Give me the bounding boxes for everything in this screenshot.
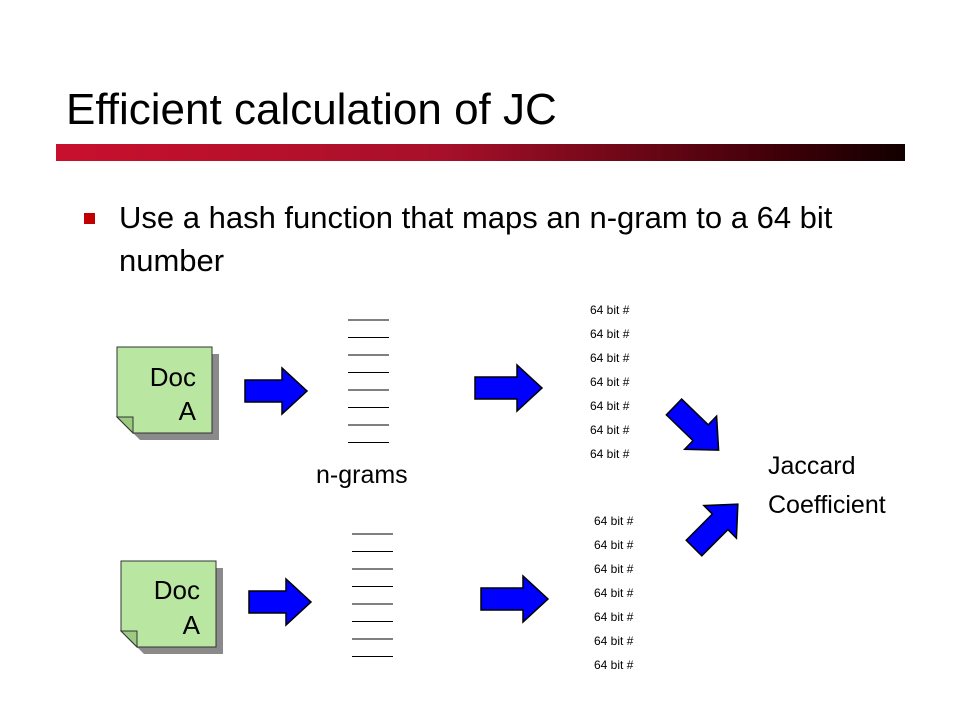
hash-value: 64 bit #: [590, 375, 630, 389]
hash-value: 64 bit #: [594, 610, 634, 624]
doc-bottom-label-line2: A: [183, 610, 201, 640]
doc-bottom-page: [120, 560, 217, 648]
jaccard-label-line2: Coefficient: [768, 491, 886, 519]
arrow-right-icon: [480, 574, 550, 624]
hash-value: 64 bit #: [590, 327, 630, 341]
ngrams-label: n-grams: [316, 461, 408, 489]
doc-top-label-line1: Doc: [150, 362, 196, 392]
bullet-text: Use a hash function that maps an n-gram …: [119, 200, 833, 278]
hash-value: 64 bit #: [590, 423, 630, 437]
hash-value: 64 bit #: [594, 538, 634, 552]
hash-value: 64 bit #: [590, 303, 630, 317]
doc-top-icon: Doc A: [115, 346, 219, 440]
arrow-right-icon: [244, 366, 309, 416]
doc-top-label-line2: A: [179, 396, 197, 426]
arrow-diagonal-down-icon: [665, 398, 720, 451]
hash-value: 64 bit #: [594, 634, 634, 648]
page-title: Efficient calculation of JC: [66, 85, 557, 134]
hash-list-top: 64 bit # 64 bit # 64 bit # 64 bit # 64 b…: [590, 303, 630, 461]
arrow-right-icon: [474, 363, 544, 413]
bullet-square-icon: [84, 213, 95, 224]
ngram-list-top: [348, 319, 389, 443]
hash-value: 64 bit #: [594, 514, 634, 528]
hash-value: 64 bit #: [590, 399, 630, 413]
hash-list-bottom: 64 bit # 64 bit # 64 bit # 64 bit # 64 b…: [594, 514, 634, 672]
arrow-diagonal-up-icon: [685, 503, 739, 557]
hash-value: 64 bit #: [590, 351, 630, 365]
doc-bottom-icon: Doc A: [119, 560, 223, 654]
arrow-right-icon: [248, 577, 313, 627]
title-divider: [56, 144, 905, 161]
doc-bottom-label-line1: Doc: [154, 575, 200, 605]
jaccard-label-line1: Jaccard: [768, 452, 856, 480]
hash-value: 64 bit #: [590, 447, 630, 461]
hash-value: 64 bit #: [594, 562, 634, 576]
hash-value: 64 bit #: [594, 658, 634, 672]
hash-value: 64 bit #: [594, 586, 634, 600]
doc-top-page: [116, 346, 213, 434]
ngram-list-bottom: [352, 533, 393, 657]
